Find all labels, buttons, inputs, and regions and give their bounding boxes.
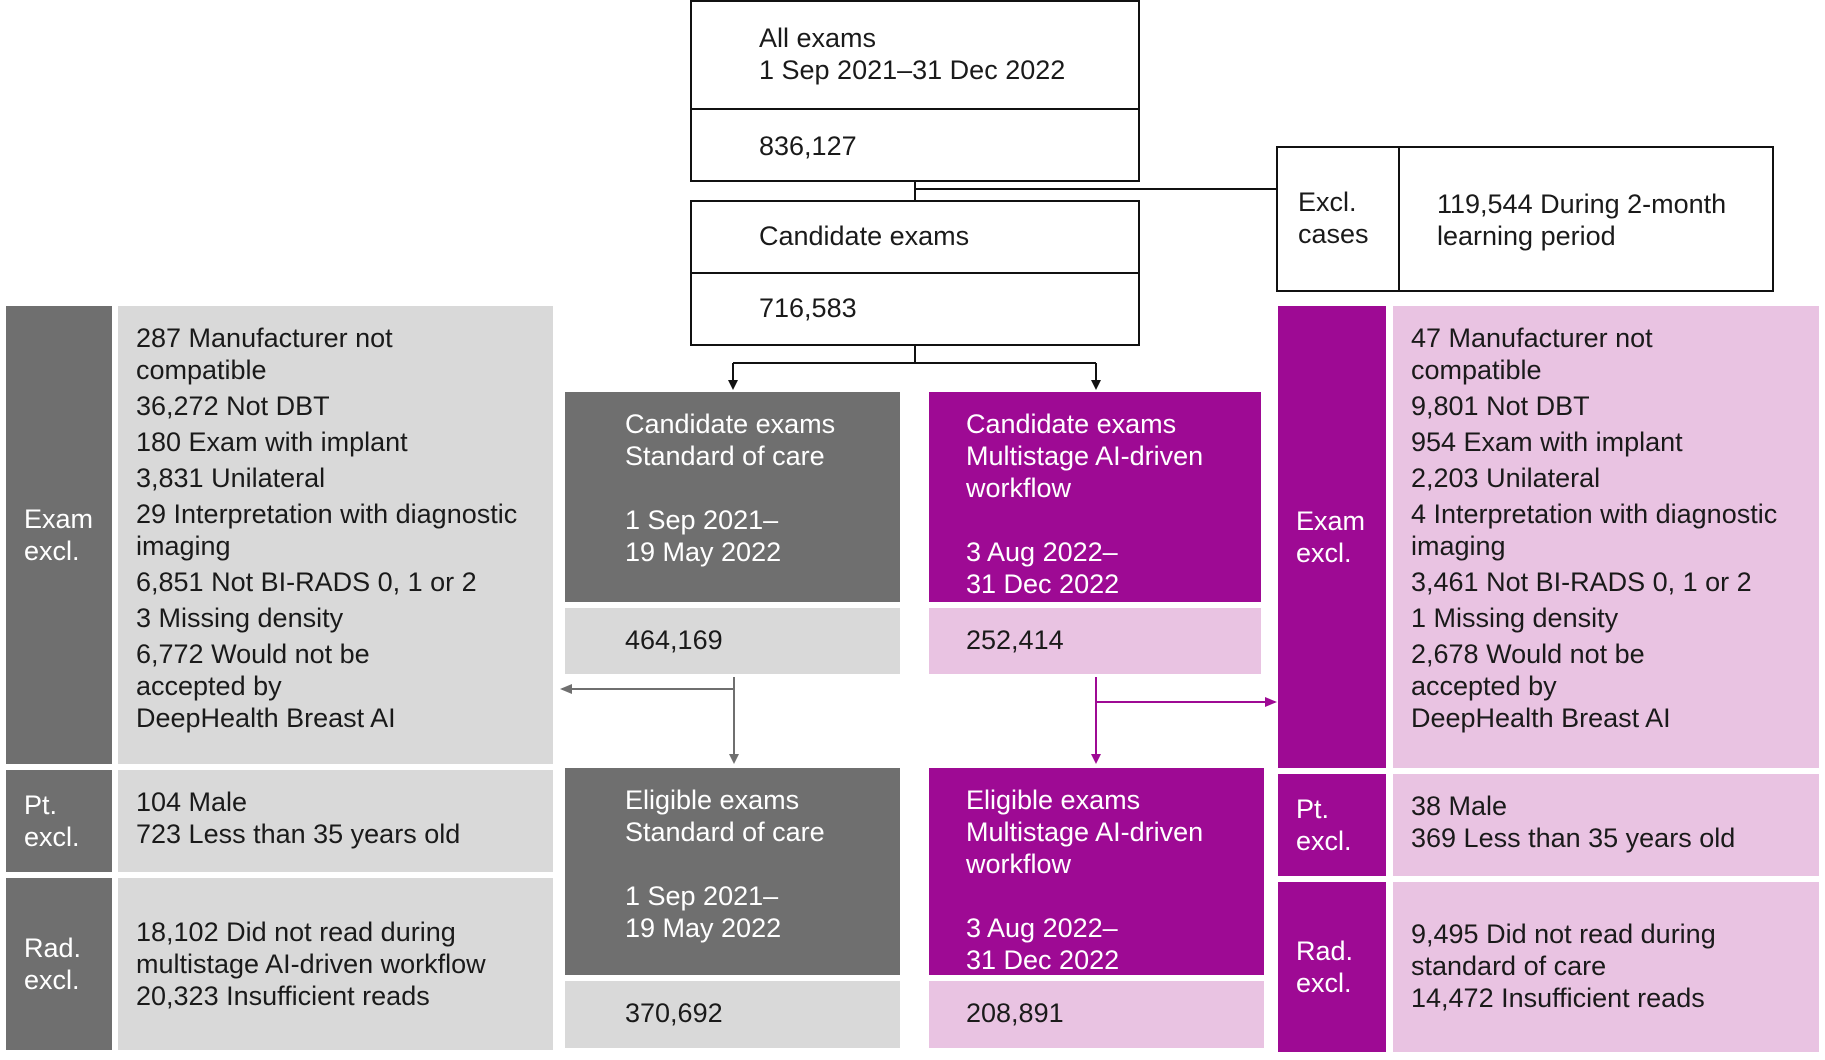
list-item: 36,272 Not DBT: [136, 391, 330, 421]
list-item: 47 Manufacturer not compatible: [1411, 323, 1653, 385]
soc-eligible-count-box: 370,692: [565, 981, 900, 1048]
list-item: 6,772 Would not be accepted by DeepHealt…: [136, 639, 396, 733]
list-item: 954 Exam with implant: [1411, 427, 1683, 457]
candidate-exams-box: Candidate exams: [690, 200, 1140, 274]
right-exam-excl-list: 47 Manufacturer not compatible 9,801 Not…: [1393, 306, 1819, 768]
ai-candidate-box: Candidate exams Multistage AI-driven wor…: [929, 392, 1261, 602]
list-item: 369 Less than 35 years old: [1411, 823, 1736, 853]
left-exam-excl-label-box: Exam excl.: [6, 306, 112, 764]
candidate-exams-count-box: 716,583: [690, 272, 1140, 346]
right-exam-excl-label: Exam excl.: [1296, 506, 1366, 568]
ai-eligible-box: Eligible exams Multistage AI-driven work…: [929, 768, 1264, 975]
ai-eligible-title: Eligible exams Multistage AI-driven work…: [966, 785, 1204, 975]
left-rad-excl-label: Rad. excl.: [24, 933, 82, 995]
right-pt-excl-list: 38 Male 369 Less than 35 years old: [1393, 774, 1819, 876]
ai-candidate-count-box: 252,414: [929, 608, 1261, 674]
soc-candidate-count-box: 464,169: [565, 608, 900, 674]
right-rad-excl-label-box: Rad. excl.: [1278, 882, 1386, 1052]
list-item: 3 Missing density: [136, 603, 344, 633]
excl-cases-text-box: 119,544 During 2-month learning period: [1398, 146, 1774, 292]
list-item: 3,461 Not BI-RADS 0, 1 or 2: [1411, 567, 1752, 597]
list-item: 104 Male: [136, 787, 248, 817]
list-item: 38 Male: [1411, 791, 1508, 821]
right-rad-excl-label: Rad. excl.: [1296, 936, 1354, 998]
left-exam-excl-label: Exam excl.: [24, 504, 94, 566]
right-rad-excl-list: 9,495 Did not read during standard of ca…: [1393, 882, 1819, 1052]
excl-cases-label-box: Excl. cases: [1276, 146, 1400, 292]
soc-candidate-box: Candidate exams Standard of care 1 Sep 2…: [565, 392, 900, 602]
list-item: 3,831 Unilateral: [136, 463, 326, 493]
list-item: 20,323 Insufficient reads: [136, 981, 430, 1011]
right-exam-excl-label-box: Exam excl.: [1278, 306, 1386, 768]
excl-cases-label: Excl. cases: [1298, 187, 1369, 249]
left-pt-excl-label: Pt. excl.: [24, 790, 80, 852]
list-item: 14,472 Insufficient reads: [1411, 983, 1705, 1013]
list-item: 9,495 Did not read during standard of ca…: [1411, 919, 1716, 981]
list-item: 6,851 Not BI-RADS 0, 1 or 2: [136, 567, 477, 597]
soc-eligible-count: 370,692: [625, 998, 723, 1028]
all-exams-count-box: 836,127: [690, 108, 1140, 182]
ai-eligible-count: 208,891: [966, 998, 1064, 1028]
left-rad-excl-list: 18,102 Did not read during multistage AI…: [118, 878, 553, 1050]
soc-candidate-title: Candidate exams Standard of care 1 Sep 2…: [625, 409, 836, 567]
soc-eligible-box: Eligible exams Standard of care 1 Sep 20…: [565, 768, 900, 975]
all-exams-title: All exams 1 Sep 2021–31 Dec 2022: [759, 23, 1066, 85]
soc-eligible-title: Eligible exams Standard of care 1 Sep 20…: [625, 785, 825, 943]
all-exams-count: 836,127: [759, 131, 857, 161]
all-exams-box: All exams 1 Sep 2021–31 Dec 2022: [690, 0, 1140, 110]
left-pt-excl-list: 104 Male 723 Less than 35 years old: [118, 770, 553, 872]
soc-candidate-count: 464,169: [625, 625, 723, 655]
candidate-exams-title: Candidate exams: [759, 221, 970, 251]
right-pt-excl-label-box: Pt. excl.: [1278, 774, 1386, 876]
excl-cases-text: 119,544 During 2-month learning period: [1437, 189, 1727, 251]
ai-candidate-count: 252,414: [966, 625, 1064, 655]
list-item: 180 Exam with implant: [136, 427, 408, 457]
left-rad-excl-label-box: Rad. excl.: [6, 878, 112, 1050]
right-pt-excl-label: Pt. excl.: [1296, 794, 1352, 856]
list-item: 18,102 Did not read during multistage AI…: [136, 917, 486, 979]
list-item: 723 Less than 35 years old: [136, 819, 461, 849]
left-pt-excl-label-box: Pt. excl.: [6, 770, 112, 872]
list-item: 2,678 Would not be accepted by DeepHealt…: [1411, 639, 1671, 733]
list-item: 287 Manufacturer not compatible: [136, 323, 393, 385]
ai-candidate-title: Candidate exams Multistage AI-driven wor…: [966, 409, 1204, 599]
ai-eligible-count-box: 208,891: [929, 981, 1264, 1048]
list-item: 4 Interpretation with diagnostic imaging: [1411, 499, 1778, 561]
list-item: 1 Missing density: [1411, 603, 1619, 633]
list-item: 9,801 Not DBT: [1411, 391, 1590, 421]
candidate-exams-count: 716,583: [759, 293, 857, 323]
left-exam-excl-list: 287 Manufacturer not compatible 36,272 N…: [118, 306, 553, 764]
list-item: 2,203 Unilateral: [1411, 463, 1601, 493]
list-item: 29 Interpretation with diagnostic imagin…: [136, 499, 518, 561]
